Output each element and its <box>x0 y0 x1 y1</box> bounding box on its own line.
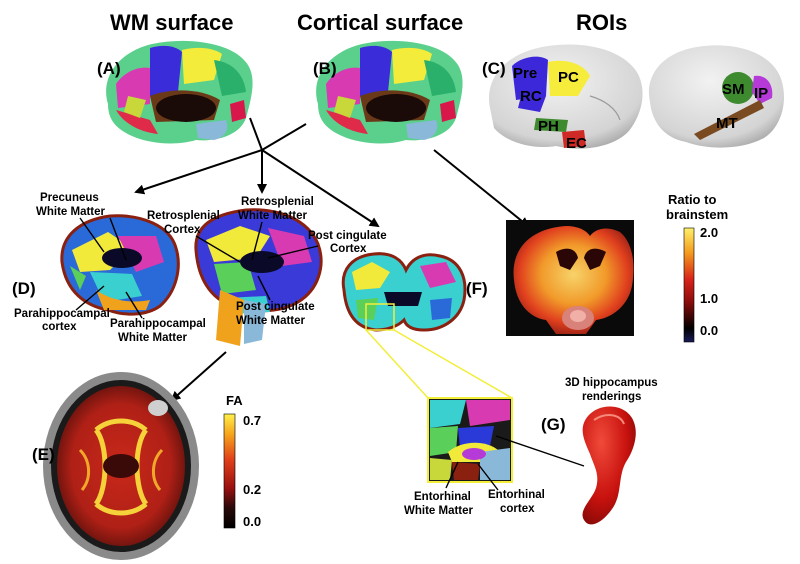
wm-surface-brain <box>106 40 253 144</box>
label-retrosplenial-wm-2: White Matter <box>238 210 308 222</box>
roi-label-ip: IP <box>754 85 768 102</box>
label-entorhinal-wm-2: White Matter <box>404 505 474 517</box>
segmentation-sagittal-1 <box>60 214 180 316</box>
zoom-line-right <box>393 329 513 399</box>
roi-label-pc: PC <box>558 69 579 86</box>
ratio-colorbar <box>683 227 695 343</box>
roi-brain-medial <box>489 44 643 149</box>
label-post-cingulate-wm-2: White Matter <box>236 315 306 327</box>
ratio-colorbar-tick-mid: 1.0 <box>700 291 718 306</box>
header-wm-surface: WM surface <box>110 10 233 35</box>
leader-retrosplenial-wm <box>251 221 263 261</box>
roi-label-rc: RC <box>520 88 542 105</box>
leader-entorhinal-cortex <box>477 463 499 491</box>
leader-parahippocampal-cortex <box>75 285 105 311</box>
leader-post-cingulate-wm <box>257 275 271 301</box>
zoom-connectors <box>365 329 513 399</box>
label-retrosplenial-wm-1: Retrosplenial <box>241 196 314 208</box>
arrow-to-sagittal-1 <box>134 149 263 195</box>
zoom-source-box <box>365 303 395 331</box>
hippocampus-3d-rendering <box>582 406 636 525</box>
fa-colorbar-tick-min: 0.0 <box>243 514 261 529</box>
ratio-colorbar-tick-max: 2.0 <box>700 225 718 240</box>
panel-label-d: (D) <box>12 279 36 298</box>
connector-arrows <box>134 117 530 402</box>
leader-retrosplenial-cortex <box>195 235 241 263</box>
label-precuneus-wm-1: Precuneus <box>40 192 99 204</box>
arrow-to-coronal <box>261 149 380 228</box>
label-parahippocampal-cortex-1: Parahippocampal <box>14 308 110 320</box>
panel-label-b: (B) <box>313 59 337 78</box>
roi-label-pre: Pre <box>513 65 537 82</box>
roi-label-mt: MT <box>716 115 738 132</box>
roi-brain-lateral <box>648 45 784 148</box>
label-retrosplenial-cortex-2: Cortex <box>164 224 201 236</box>
label-post-cingulate-cortex-1: Post cingulate <box>308 230 387 242</box>
label-parahippocampal-cortex-2: cortex <box>42 321 77 333</box>
header-rois: ROIs <box>576 10 627 35</box>
arrow-a-to-junction <box>249 117 263 151</box>
label-retrosplenial-cortex-1: Retrosplenial <box>147 210 220 222</box>
panel-label-a: (A) <box>97 59 121 78</box>
panel-label-c: (C) <box>482 59 506 78</box>
panel-label-e: (E) <box>32 445 55 464</box>
pet-coronal-image <box>506 220 634 336</box>
label-precuneus-wm-2: White Matter <box>36 206 106 218</box>
leader-post-cingulate-cortex <box>267 245 319 259</box>
panel-label-g: (G) <box>541 415 566 434</box>
leader-parahippocampal-wm <box>125 291 143 319</box>
arrow-to-fa <box>170 351 227 402</box>
label-entorhinal-cortex-2: cortex <box>500 503 535 515</box>
fa-colorbar <box>223 413 236 529</box>
label-hippocampus-3d-1: 3D hippocampus <box>565 377 658 389</box>
label-post-cingulate-wm-1: Post cingulate <box>236 301 315 313</box>
label-entorhinal-wm-1: Entorhinal <box>414 491 471 503</box>
leader-hippocampus <box>495 435 585 467</box>
arrow-b-to-junction <box>261 123 307 151</box>
label-parahippocampal-wm-2: White Matter <box>118 332 188 344</box>
annotation-leader-lines <box>75 217 319 319</box>
leader-precuneus <box>79 217 105 253</box>
label-parahippocampal-wm-1: Parahippocampal <box>110 318 206 330</box>
label-hippocampus-3d-2: renderings <box>582 391 641 403</box>
zoomed-hippocampal-region <box>427 397 513 483</box>
label-entorhinal-cortex-1: Entorhinal <box>488 489 545 501</box>
roi-label-sm: SM <box>722 81 745 98</box>
zoom-line-left <box>365 329 429 399</box>
entorhinal-leader-lines <box>445 435 585 491</box>
leader-precuneus-2 <box>109 217 127 261</box>
arrow-to-pet <box>433 149 530 228</box>
header-cortical-surface: Cortical surface <box>297 10 463 35</box>
fa-colorbar-title: FA <box>226 393 243 408</box>
roi-label-ph: PH <box>538 118 559 135</box>
cortical-surface-brain <box>316 40 463 144</box>
label-post-cingulate-cortex-2: Cortex <box>330 243 367 255</box>
segmentation-coronal <box>341 252 467 332</box>
fa-colorbar-tick-max: 0.7 <box>243 413 261 428</box>
ratio-colorbar-title-2: brainstem <box>666 207 728 222</box>
fa-map-image <box>43 372 199 560</box>
leader-entorhinal-wm <box>445 461 459 489</box>
panel-label-f: (F) <box>466 279 488 298</box>
ratio-colorbar-title-1: Ratio to <box>668 192 716 207</box>
fa-colorbar-tick-mid: 0.2 <box>243 482 261 497</box>
ratio-colorbar-tick-min: 0.0 <box>700 323 718 338</box>
roi-label-ec: EC <box>566 135 587 152</box>
